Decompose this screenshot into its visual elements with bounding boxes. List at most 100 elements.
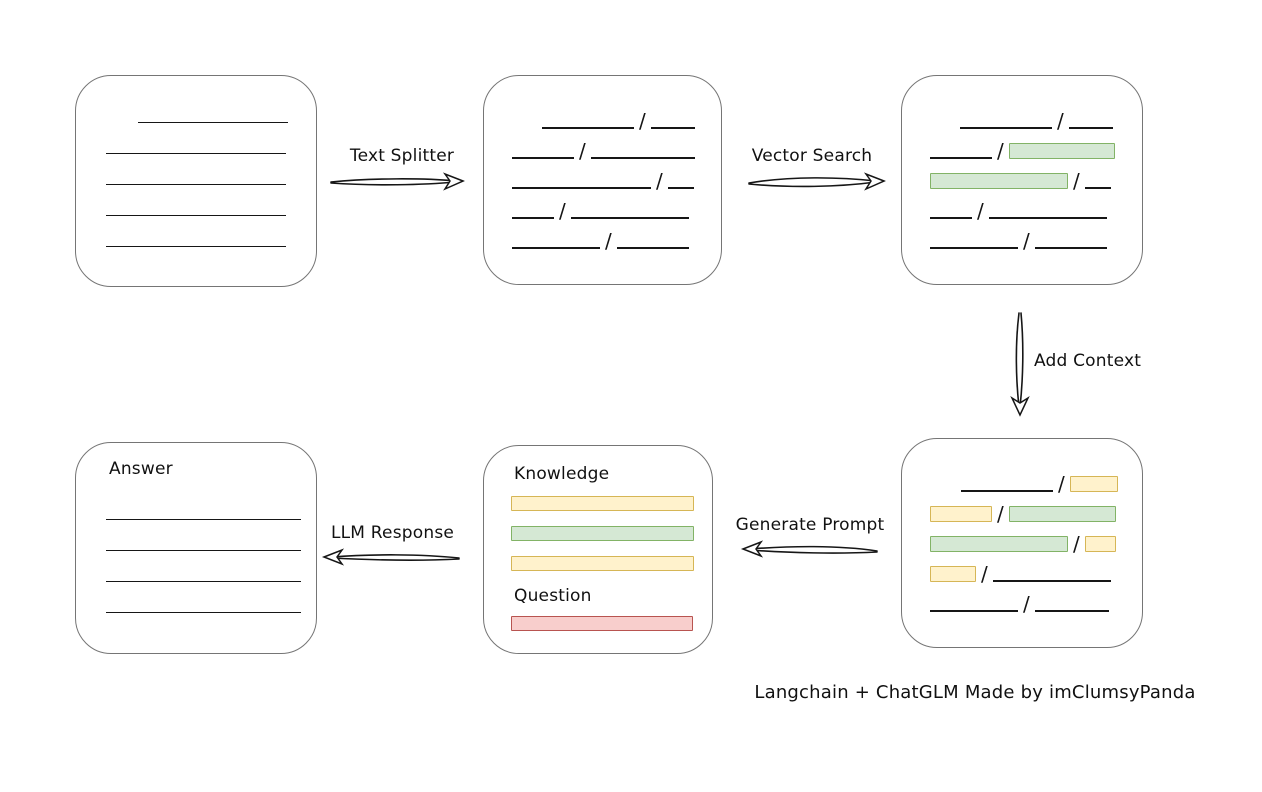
yellow-highlight (930, 506, 992, 522)
slash-separator: / (977, 199, 984, 223)
text-line (138, 92, 288, 123)
context-rows: / / / / / (902, 439, 1142, 616)
source-document-box (75, 75, 317, 287)
text-line (106, 551, 301, 582)
text-line (960, 127, 1052, 129)
text-line (106, 216, 286, 247)
slash-separator: / (1057, 109, 1064, 133)
chunk-row: / (512, 159, 721, 193)
yellow-bar (511, 496, 694, 511)
text-line (512, 247, 600, 249)
text-splitter-arrow (330, 172, 465, 191)
answer-label: Answer (109, 459, 173, 479)
yellow-highlight (930, 566, 976, 582)
text-line (542, 127, 634, 129)
text-line (988, 217, 1107, 219)
chunk-row: / (930, 129, 1142, 163)
text-line (1068, 127, 1113, 129)
text-line (1034, 247, 1107, 249)
slash-separator: / (639, 109, 646, 133)
add-context-label: Add Context (1034, 351, 1142, 371)
text-line (930, 157, 992, 159)
chunk-row: / (930, 582, 1142, 616)
chunk-row: / (930, 522, 1142, 556)
slash-separator: / (605, 229, 612, 253)
credit-text: Langchain + ChatGLM Made by imClumsyPand… (754, 682, 1196, 703)
text-line (512, 157, 574, 159)
slash-separator: / (1073, 532, 1080, 556)
text-line (590, 157, 695, 159)
answer-box: Answer (75, 442, 317, 654)
question-bars (511, 616, 712, 631)
text-line (1034, 610, 1109, 612)
text-line (106, 520, 301, 551)
answer-content: Answer (76, 443, 316, 613)
slash-separator: / (1023, 592, 1030, 616)
chunk-row: / (930, 552, 1142, 586)
chunk-row: / (930, 159, 1142, 193)
text-line (570, 217, 689, 219)
context-chunks-box: / / / / / (901, 438, 1143, 648)
knowledge-bars (511, 496, 712, 571)
chunk-rows: / / / / / (484, 76, 721, 253)
question-label: Question (514, 586, 592, 606)
text-line (106, 185, 286, 216)
split-chunks-box: / / / / / (483, 75, 722, 285)
chunk-row: / (512, 219, 721, 253)
chunk-row: / (930, 189, 1142, 223)
chunk-row: / (930, 219, 1142, 253)
green-bar (511, 526, 694, 541)
generate-prompt-arrow (740, 540, 878, 558)
text-line (930, 247, 1018, 249)
knowledge-label: Knowledge (514, 464, 610, 484)
chunk-row: / (512, 189, 721, 223)
text-line (1084, 187, 1111, 189)
vector-search-label: Vector Search (751, 146, 873, 166)
prompt-content: Knowledge Question (484, 446, 712, 631)
text-line (667, 187, 694, 189)
chunk-row: / (930, 462, 1142, 496)
text-line (106, 489, 301, 520)
green-highlight (930, 536, 1068, 552)
slash-separator: / (997, 502, 1004, 526)
text-line (512, 217, 554, 219)
chunk-row: / (512, 99, 721, 133)
slash-separator: / (1073, 169, 1080, 193)
green-highlight (930, 173, 1068, 189)
slash-separator: / (559, 199, 566, 223)
text-line (106, 154, 286, 185)
prompt-box: Knowledge Question (483, 445, 713, 654)
text-line (930, 217, 972, 219)
search-rows: / / / / / (902, 76, 1142, 253)
yellow-highlight (1084, 536, 1116, 552)
green-highlight (1008, 506, 1116, 522)
chunk-row: / (930, 492, 1142, 526)
slash-separator: / (579, 139, 586, 163)
text-line (512, 187, 651, 189)
llm-response-arrow (321, 548, 460, 566)
slash-separator: / (656, 169, 663, 193)
text-line (992, 580, 1111, 582)
red-bar (511, 616, 693, 631)
chunk-row: / (930, 99, 1142, 133)
answer-lines (106, 489, 316, 613)
slash-separator: / (981, 562, 988, 586)
vector-search-results-box: / / / / / (901, 75, 1143, 285)
text-line (616, 247, 689, 249)
yellow-bar (511, 556, 694, 571)
slash-separator: / (997, 139, 1004, 163)
text-line (106, 123, 286, 154)
text-line (106, 582, 301, 613)
generate-prompt-label: Generate Prompt (735, 515, 885, 535)
yellow-highlight (1069, 476, 1118, 492)
text-line (650, 127, 695, 129)
slash-separator: / (1023, 229, 1030, 253)
green-highlight (1008, 143, 1115, 159)
text-splitter-label: Text Splitter (349, 146, 455, 166)
document-lines (76, 76, 316, 247)
slash-separator: / (1058, 472, 1065, 496)
chunk-row: / (512, 129, 721, 163)
llm-response-label: LLM Response (330, 523, 455, 543)
add-context-arrow (1010, 312, 1030, 417)
